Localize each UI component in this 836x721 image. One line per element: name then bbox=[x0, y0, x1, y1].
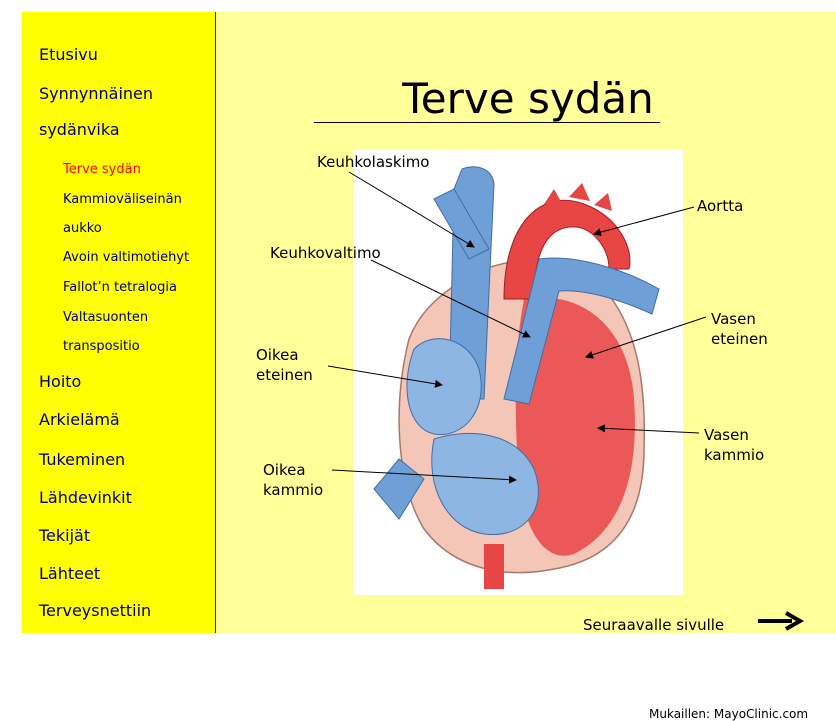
nav-subitem-avoin-valtimotiehyt[interactable]: Avoin valtimotiehyt bbox=[63, 250, 189, 265]
nav-subitem-valtasuonten[interactable]: Valtasuonten bbox=[63, 310, 148, 325]
arrow-keuhkolaskimo bbox=[349, 172, 474, 247]
nav-item-synnynnainen[interactable]: Synnynnäinen bbox=[39, 84, 153, 103]
label-arrows bbox=[216, 12, 836, 633]
main-content: Terve sydän Mukaillen: M bbox=[216, 12, 836, 633]
nav-item-etusivu[interactable]: Etusivu bbox=[39, 45, 98, 64]
image-credit: Mukaillen: MayoClinic.com bbox=[649, 707, 808, 721]
arrow-oikea-eteinen bbox=[328, 366, 442, 385]
nav-item-lahdevinkit[interactable]: Lähdevinkit bbox=[39, 488, 132, 507]
nav-item-sydanvika[interactable]: sydänvika bbox=[39, 120, 120, 139]
nav-subitem-terve-sydan[interactable]: Terve sydän bbox=[63, 162, 141, 177]
arrow-aortta bbox=[594, 207, 694, 234]
arrow-oikea-kammio bbox=[332, 470, 516, 480]
arrow-vasen-eteinen bbox=[586, 317, 706, 357]
nav-subitem-kammiovaliseinan[interactable]: Kammioväliseinän bbox=[63, 192, 182, 207]
nav-subitem-fallotn-tetralogia[interactable]: Fallot’n tetralogia bbox=[63, 280, 177, 295]
nav-item-terveysnettiin[interactable]: Terveysnettiin bbox=[39, 601, 151, 620]
arrow-right-icon[interactable] bbox=[756, 611, 804, 631]
nav-item-tekijat[interactable]: Tekijät bbox=[39, 526, 90, 545]
arrow-keuhkovaltimo bbox=[371, 260, 530, 337]
nav-item-hoito[interactable]: Hoito bbox=[39, 372, 81, 391]
nav-subitem-transpositio[interactable]: transpositio bbox=[63, 339, 140, 354]
nav-item-tukeminen[interactable]: Tukeminen bbox=[39, 450, 125, 469]
sidebar-nav: Etusivu Synnynnäinen sydänvika Terve syd… bbox=[22, 12, 216, 633]
arrow-vasen-kammio bbox=[598, 428, 699, 433]
nav-subitem-aukko[interactable]: aukko bbox=[63, 221, 102, 236]
next-page-link[interactable]: Seuraavalle sivulle bbox=[583, 616, 724, 634]
nav-item-lahteet[interactable]: Lähteet bbox=[39, 564, 100, 583]
nav-item-arkielama[interactable]: Arkielämä bbox=[39, 410, 120, 429]
